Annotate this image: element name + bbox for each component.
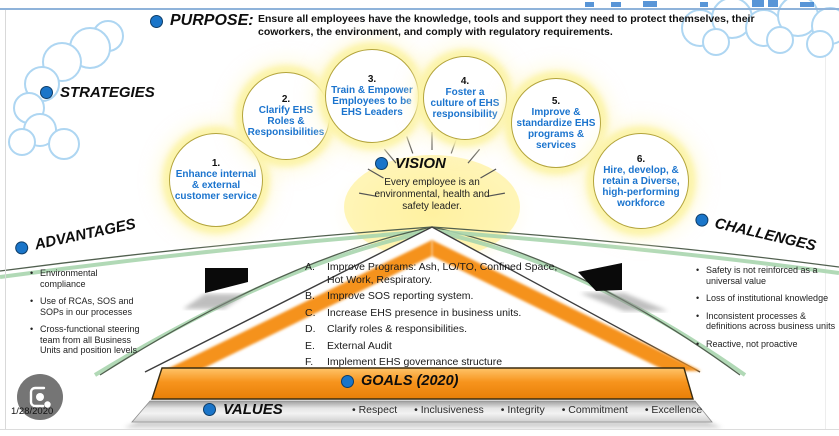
bullet-icon xyxy=(694,212,710,228)
vision-label: VISION xyxy=(395,155,446,172)
goal-text: Implement EHS governance structure xyxy=(327,356,503,368)
purpose-label: PURPOSE: xyxy=(170,12,254,29)
cropped-text-fragment xyxy=(768,0,778,7)
chimney-right xyxy=(578,263,622,291)
right-border-line xyxy=(825,10,826,429)
cropped-text-fragment xyxy=(800,2,814,7)
goal-item: B. Improve SOS reporting system. xyxy=(305,290,569,303)
strategy-number: 6. xyxy=(636,153,646,165)
chimney-shadow-left xyxy=(183,294,246,309)
strategy-text: Hire, develop, & retain a Diverse, high-… xyxy=(602,164,680,209)
goal-item: A. Improve Programs: Ash, LO/TO, Confine… xyxy=(305,261,569,286)
goal-text: External Audit xyxy=(327,339,392,352)
challenges-list: Safety is not reinforced as a universal … xyxy=(696,265,836,356)
goal-letter: A. xyxy=(305,261,315,273)
list-item: Environmental compliance xyxy=(30,268,142,289)
vision-line: environmental, health and xyxy=(374,189,490,200)
strategy-number: 3. xyxy=(367,74,377,85)
bullet-icon xyxy=(150,14,163,28)
bullet-icon xyxy=(341,374,354,388)
goal-text: Clarify roles & responsibilities. xyxy=(327,323,468,335)
bullet-icon xyxy=(375,157,388,170)
camera-lens-icon[interactable] xyxy=(17,374,63,420)
list-item: Loss of institutional knowledge xyxy=(696,293,836,304)
cropped-text-fragment xyxy=(611,2,621,7)
strategy-number: 1. xyxy=(211,158,221,169)
vision-line: Every employee is an xyxy=(384,177,480,188)
goal-text: Increase EHS presence in business units. xyxy=(327,306,522,319)
bottom-divider-line xyxy=(0,429,839,430)
list-item: Safety is not reinforced as a universal … xyxy=(696,265,836,286)
goal-letter: E. xyxy=(305,339,315,352)
advantages-list: Environmental compliance Use of RCAs, SO… xyxy=(30,268,142,363)
strategy-circle-4: 4. Foster a culture of EHS responsibilit… xyxy=(423,56,507,140)
strategy-circle-2: 2. Clarify EHS Roles & Responsibilities xyxy=(242,72,330,160)
vision-statement: Every employee is an environmental, heal… xyxy=(337,177,527,213)
chimney-left xyxy=(205,268,248,293)
strategy-number: 5. xyxy=(551,95,561,107)
value-item: Inclusiveness xyxy=(414,404,484,416)
cropped-text-fragment xyxy=(752,0,764,7)
strategy-circle-6: 6. Hire, develop, & retain a Diverse, hi… xyxy=(593,133,689,229)
purpose-text: Ensure all employees have the knowledge,… xyxy=(258,13,755,38)
goal-text: Improve SOS reporting system. xyxy=(327,290,474,302)
value-item: Excellence xyxy=(645,404,702,416)
cropped-text-fragment xyxy=(700,2,708,7)
values-bar-label: VALUES xyxy=(223,401,283,418)
list-item: Reactive, not proactive xyxy=(696,339,836,350)
bullet-icon xyxy=(203,403,216,416)
strategy-text: Improve & standardize EHS programs & ser… xyxy=(516,106,596,151)
chimney-shadow-right xyxy=(580,293,668,311)
list-item: Use of RCAs, SOS and SOPs in our process… xyxy=(30,296,142,317)
strategies-label: STRATEGIES xyxy=(60,84,155,101)
values-bar-heading: VALUES xyxy=(203,401,283,418)
goals-lettered-list: A. Improve Programs: Ash, LO/TO, Confine… xyxy=(305,261,569,373)
goal-item: D. Clarify roles & responsibilities. xyxy=(305,323,569,336)
bullet-icon xyxy=(40,86,53,99)
cloud-left xyxy=(8,20,124,160)
left-border-line xyxy=(5,10,6,429)
goal-item: F. Implement EHS governance structure xyxy=(305,356,569,369)
goal-letter: F. xyxy=(305,356,314,368)
goals-bar-label: GOALS (2020) xyxy=(361,373,459,389)
strategy-number: 4. xyxy=(460,76,470,87)
cropped-text-fragment xyxy=(643,1,657,7)
goals-bar xyxy=(151,367,694,400)
goal-letter: C. xyxy=(305,306,316,319)
goal-item: E. External Audit xyxy=(305,340,569,353)
list-item: Cross-functional steering team from all … xyxy=(30,324,142,356)
goal-letter: D. xyxy=(305,323,316,335)
camera-glyph xyxy=(29,386,51,408)
strategy-text: Enhance internal & external customer ser… xyxy=(174,169,258,202)
values-items: Respect Inclusiveness Integrity Commitme… xyxy=(352,404,703,416)
strategy-circle-5: 5. Improve & standardize EHS programs & … xyxy=(511,78,601,168)
roof-outline xyxy=(144,226,701,373)
goal-text: Improve Programs: Ash, LO/TO, Confined S… xyxy=(327,261,558,286)
strategy-circle-1: 1. Enhance internal & external customer … xyxy=(169,133,263,227)
value-item: Respect xyxy=(352,404,398,416)
strategy-circle-3: 3. Train & Empower Employees to be EHS L… xyxy=(325,49,419,143)
goals-bar-heading: GOALS (2020) xyxy=(341,373,459,389)
strategy-text: Train & Empower Employees to be EHS Lead… xyxy=(331,85,413,118)
vision-heading: VISION xyxy=(375,155,446,172)
top-divider-line xyxy=(0,8,839,10)
cropped-text-fragment xyxy=(585,2,594,7)
roof-band-right xyxy=(432,240,701,371)
value-item: Integrity xyxy=(501,404,544,416)
roof-band-left xyxy=(163,240,432,371)
strategy-text: Foster a culture of EHS responsibility xyxy=(430,87,500,120)
date-text: 1/28/2020 xyxy=(11,406,54,417)
bullet-icon xyxy=(13,240,30,256)
list-item: Inconsistent processes & definitions acr… xyxy=(696,311,836,332)
strategies-heading: STRATEGIES xyxy=(40,84,155,101)
vision-line: safety leader. xyxy=(402,201,462,212)
roof-fill xyxy=(145,227,700,372)
purpose-heading: PURPOSE: xyxy=(150,12,254,30)
value-item: Commitment xyxy=(562,404,628,416)
strategy-text: Clarify EHS Roles & Responsibilities xyxy=(247,105,325,138)
goal-item: C. Increase EHS presence in business uni… xyxy=(305,307,569,320)
goal-letter: B. xyxy=(305,290,315,302)
strategy-number: 2. xyxy=(281,94,291,105)
